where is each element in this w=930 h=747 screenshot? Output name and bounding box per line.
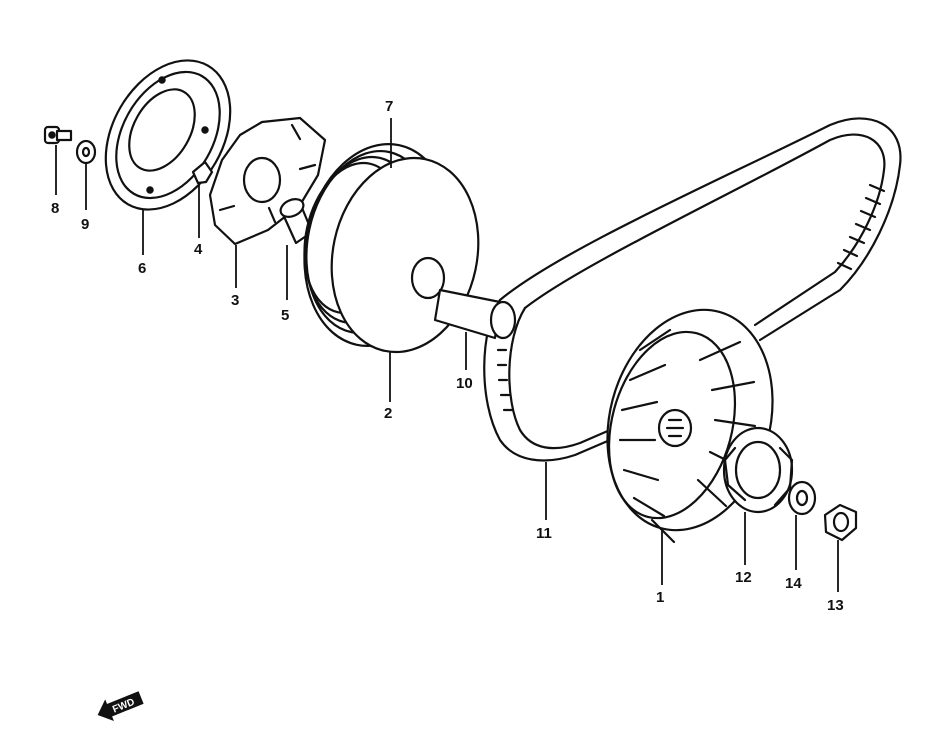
label-part-7: 7 xyxy=(385,98,393,115)
label-part-9: 9 xyxy=(81,216,89,233)
washer-small xyxy=(75,139,97,165)
label-part-10: 10 xyxy=(456,375,473,392)
label-part-5: 5 xyxy=(281,307,289,324)
bolt xyxy=(43,125,73,145)
label-part-6: 6 xyxy=(138,260,146,277)
forward-arrow-label: FWD xyxy=(111,697,136,716)
label-part-11: 11 xyxy=(536,525,552,542)
starter-ratchet xyxy=(722,426,794,514)
part-labels: 8 9 6 4 3 5 7 2 10 11 1 12 14 13 xyxy=(51,98,844,614)
leader-lines xyxy=(55,118,839,592)
label-part-4: 4 xyxy=(194,241,203,258)
forward-arrow-icon: FWD xyxy=(97,691,144,722)
ramp-plate xyxy=(208,116,327,246)
shaft-collar xyxy=(433,288,517,340)
movable-drive-face xyxy=(303,143,480,354)
nut xyxy=(823,503,858,542)
label-part-8: 8 xyxy=(51,200,59,217)
slider-clip xyxy=(191,160,214,185)
label-part-1: 1 xyxy=(656,589,664,606)
label-part-12: 12 xyxy=(735,569,752,586)
washer-large xyxy=(787,480,817,516)
label-part-13: 13 xyxy=(827,597,844,614)
label-part-2: 2 xyxy=(384,405,392,422)
label-part-14: 14 xyxy=(785,575,802,592)
label-part-3: 3 xyxy=(231,292,239,309)
